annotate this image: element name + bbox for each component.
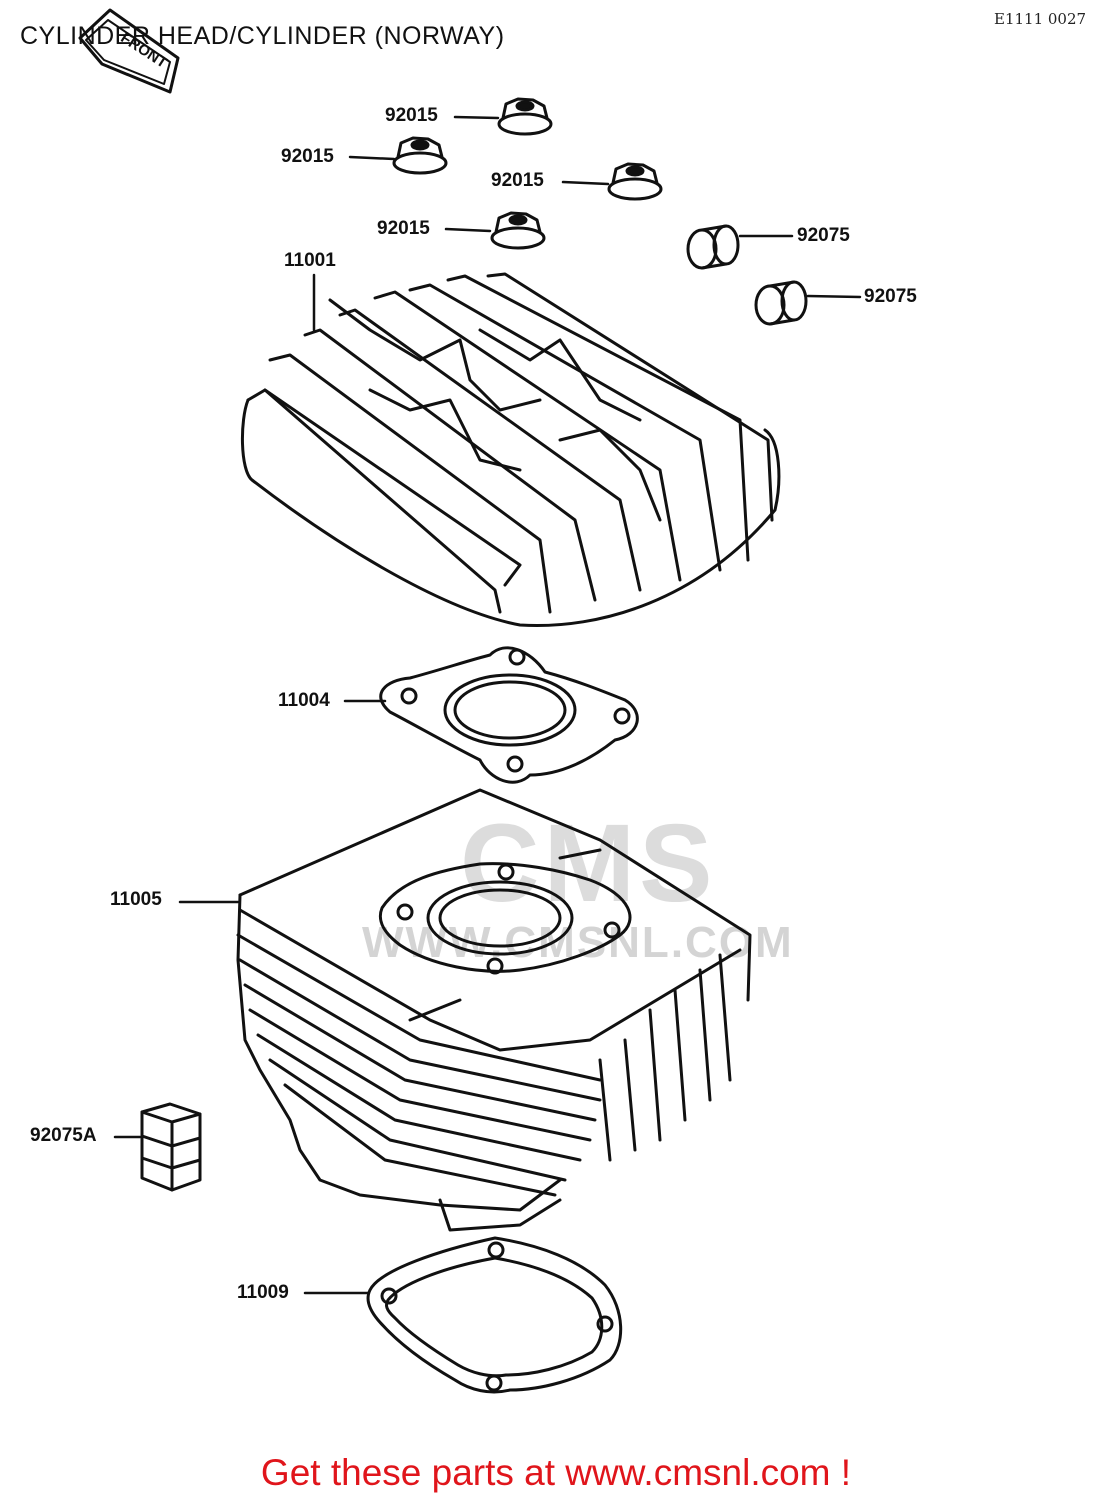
callout-dowel-1[interactable]: 92075 [797,225,850,246]
callout-nut-1[interactable]: 92015 [385,105,438,126]
callout-head[interactable]: 11001 [284,250,336,271]
nut-icon [497,97,553,136]
callout-nut-3[interactable]: 92015 [491,170,544,191]
front-arrow-icon [78,8,180,94]
callout-damper[interactable]: 92075A [30,1125,97,1146]
nut-icon [490,211,546,250]
callout-cylinder[interactable]: 11005 [110,889,162,910]
footer-parts-link[interactable]: Get these parts at www.cmsnl.com ! [260,1452,852,1493]
nut-icon [607,162,663,201]
rubber-damper-icon [140,1102,202,1192]
page-title: CYLINDER HEAD/CYLINDER (NORWAY) [20,22,505,50]
callout-base-gasket[interactable]: 11009 [237,1282,289,1303]
dowel-pin-icon [754,280,808,326]
callout-nut-2[interactable]: 92015 [281,146,334,167]
cylinder-head-icon [240,272,781,628]
cylinder-icon [236,788,752,1232]
reference-code: E1111 0027 [994,10,1087,28]
callout-nut-4[interactable]: 92015 [377,218,430,239]
callout-dowel-2[interactable]: 92075 [864,286,917,307]
base-gasket-icon [366,1236,623,1394]
dowel-pin-icon [686,224,740,270]
head-gasket-icon [379,646,639,784]
callout-head-gasket[interactable]: 11004 [278,690,330,711]
nut-icon [392,136,448,175]
